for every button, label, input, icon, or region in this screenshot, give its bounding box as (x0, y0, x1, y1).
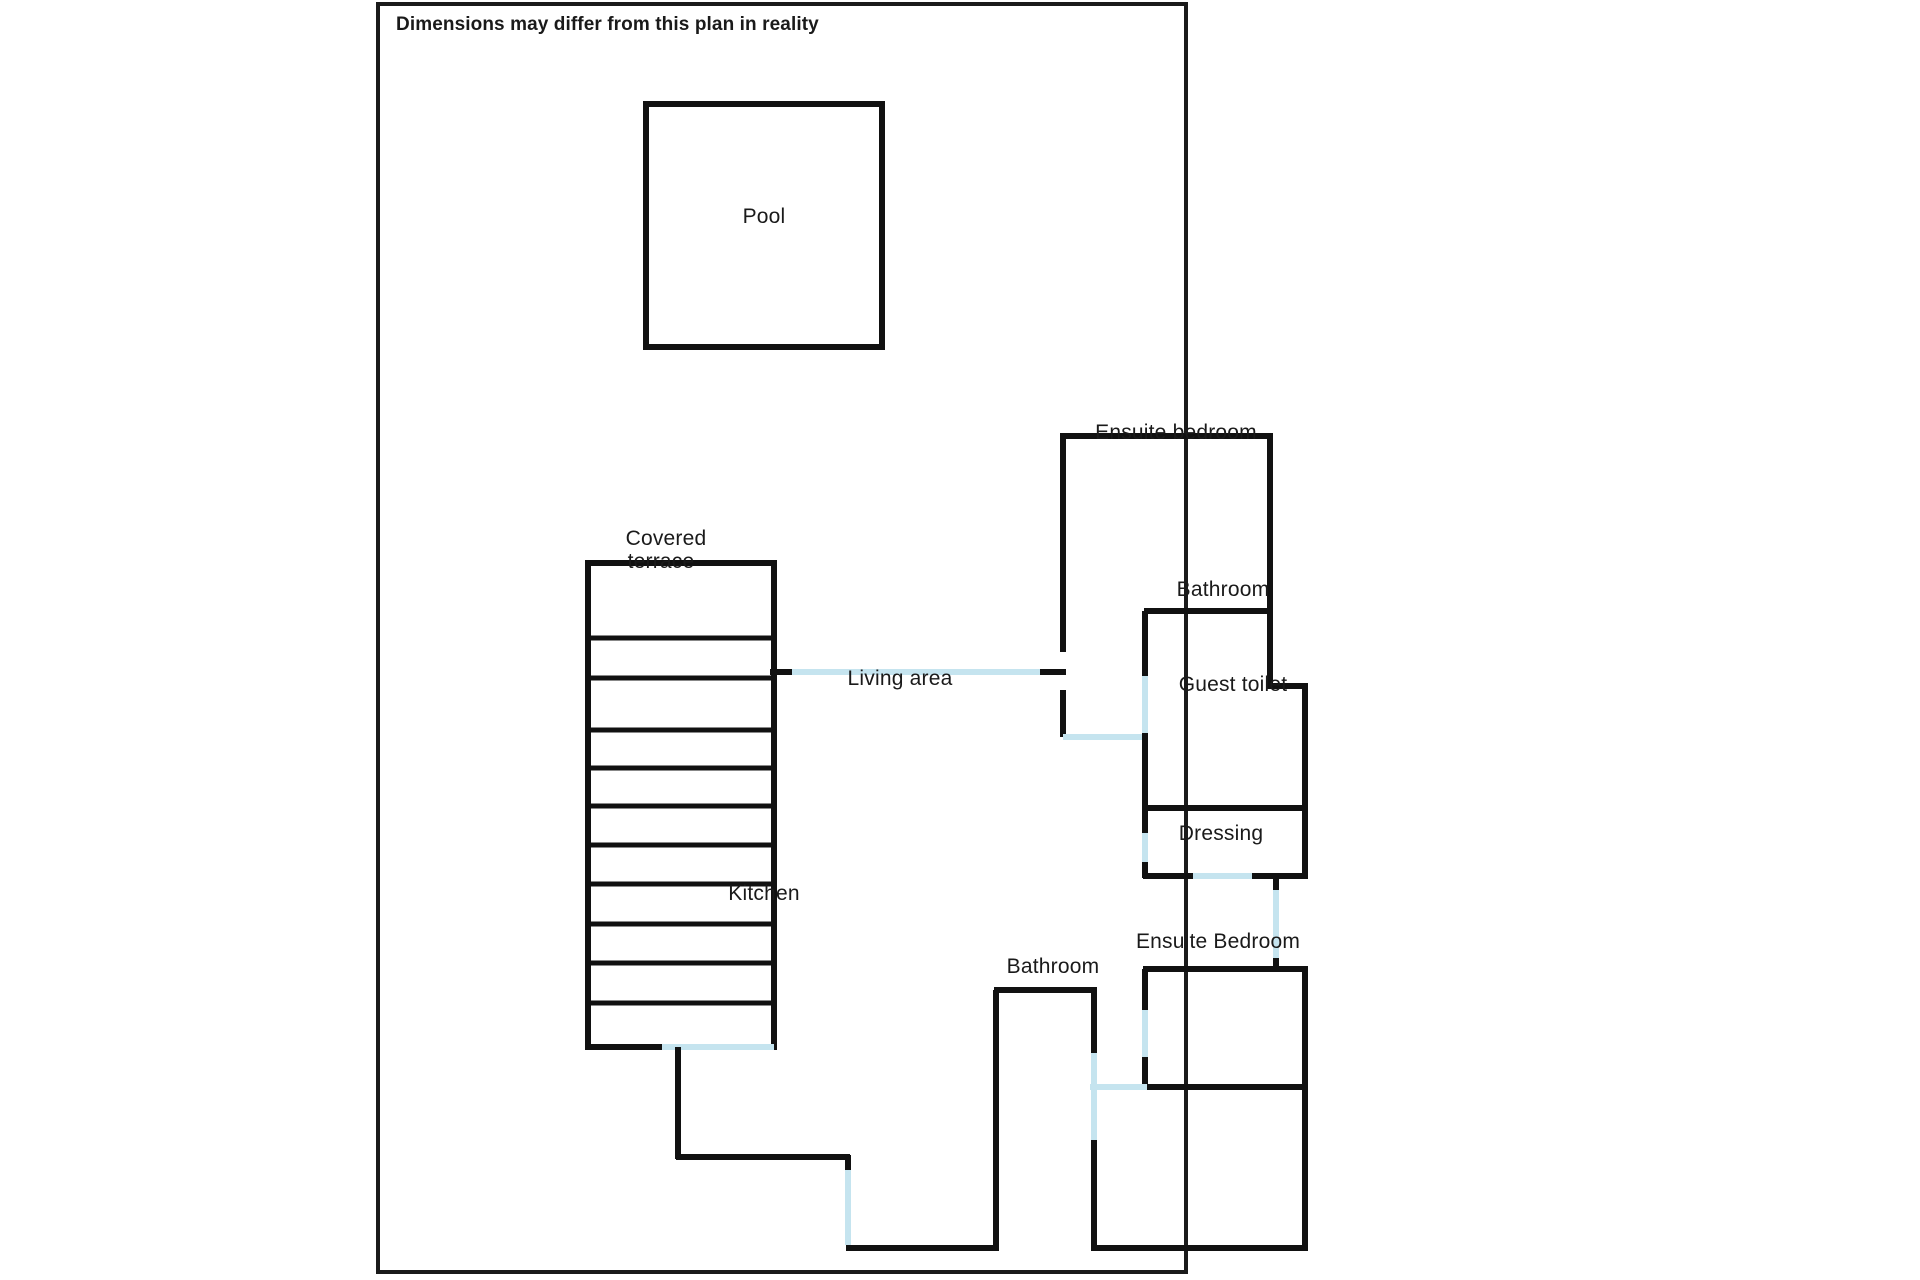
room-label-ensuite-bedroom-lower: Ensuite Bedroom (1135, 930, 1301, 953)
pool-outline (643, 101, 885, 350)
disclaimer-note: Dimensions may differ from this plan in … (396, 14, 819, 35)
room-label-kitchen: Kitchen (728, 882, 800, 905)
room-label-ensuite-bedroom-upper: Ensuite bedroom (1095, 421, 1257, 444)
room-label-covered-terrace-line2: terrace (627, 550, 695, 573)
room-label-guest-toilet: Guest toilet (1178, 673, 1288, 696)
page-border (376, 2, 1188, 1274)
room-label-pool: Pool (742, 205, 786, 228)
room-label-dressing: Dressing (1178, 822, 1264, 845)
room-label-bathroom-lower: Bathroom (1006, 955, 1100, 978)
room-label-covered-terrace-line1: Covered (625, 527, 707, 550)
room-label-bathroom-upper: Bathroom (1176, 578, 1270, 601)
room-label-living-area: Living area (847, 667, 953, 690)
